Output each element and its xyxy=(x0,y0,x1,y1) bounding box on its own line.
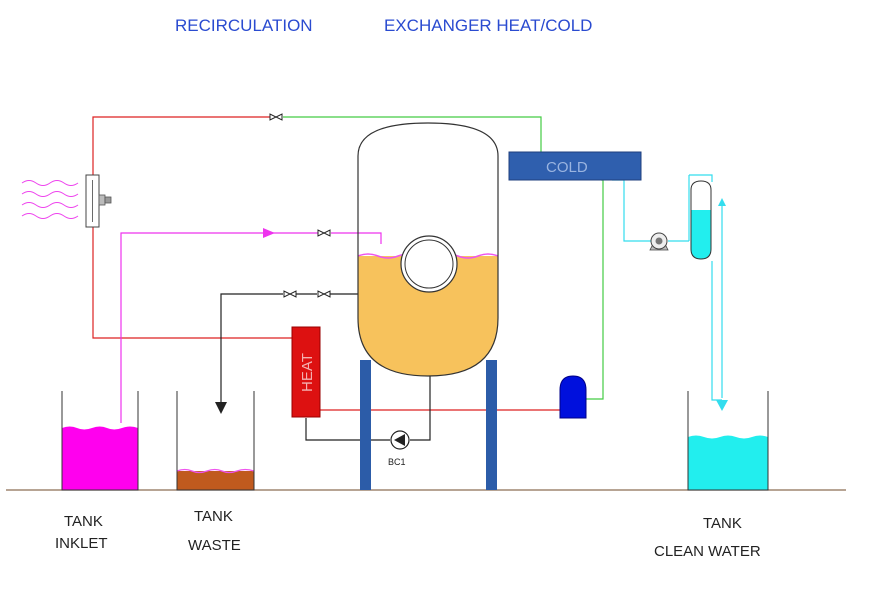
main-vessel xyxy=(357,122,499,377)
pump-label: BC1 xyxy=(388,457,406,467)
vessel-leg-left xyxy=(360,360,371,490)
flow-arrow-icon xyxy=(263,228,275,238)
valve-icon[interactable] xyxy=(317,229,331,237)
heat-label: HEAT xyxy=(299,353,316,392)
vessel-leg-right xyxy=(486,360,497,490)
pump-icon[interactable] xyxy=(390,430,410,450)
tank-waste-label-2: WASTE xyxy=(188,537,241,554)
filter-column xyxy=(690,180,712,260)
heat-exchanger[interactable] xyxy=(291,326,321,418)
tank-clean-label-1: TANK xyxy=(703,515,742,532)
water-pump-icon[interactable] xyxy=(649,232,669,251)
magenta-pipe xyxy=(120,232,382,423)
valve-icon[interactable] xyxy=(317,290,331,298)
valve-icon[interactable] xyxy=(283,290,297,298)
expansion-vessel xyxy=(559,375,587,419)
tank-clean-water xyxy=(687,391,769,491)
valve-icon[interactable] xyxy=(269,113,283,121)
tank-inlet xyxy=(61,391,139,491)
tank-inlet-label-2: INKLET xyxy=(55,535,108,552)
cold-label: COLD xyxy=(546,159,588,176)
flow-arrow-icon xyxy=(718,198,726,206)
cold-exchanger[interactable] xyxy=(508,151,642,181)
tank-waste-label-1: TANK xyxy=(194,508,233,525)
radiator-fan-icon xyxy=(21,174,112,228)
drain-arrow-icon xyxy=(215,402,227,414)
tank-clean-label-2: CLEAN WATER xyxy=(654,543,761,560)
cyan-pipe xyxy=(612,174,723,401)
flow-arrow-icon xyxy=(716,400,728,411)
tank-waste xyxy=(176,391,255,491)
heat-exchanger-coil xyxy=(400,235,458,293)
tank-inlet-label-1: TANK xyxy=(64,513,103,530)
title-recirculation: RECIRCULATION xyxy=(175,16,313,35)
title-exchanger: EXCHANGER HEAT/COLD xyxy=(384,16,592,35)
